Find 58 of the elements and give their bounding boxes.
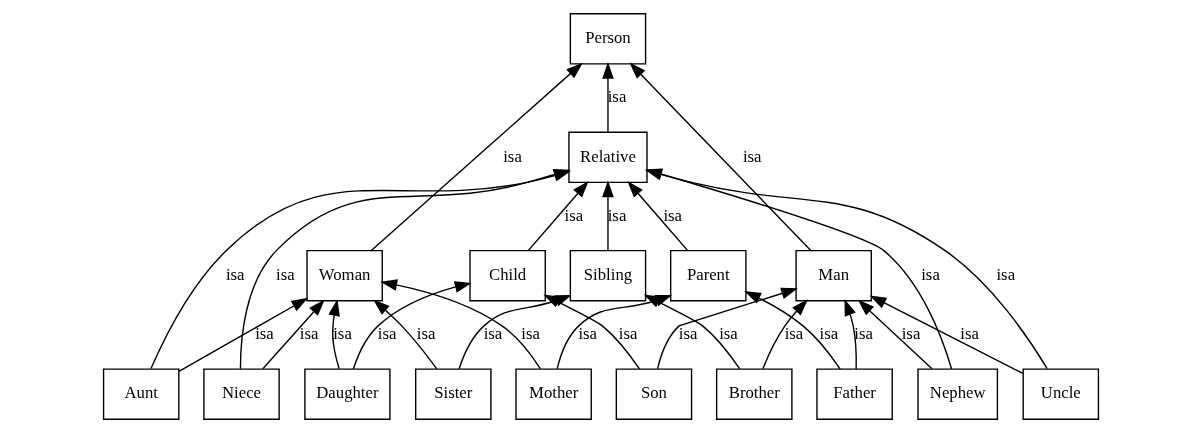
edge-label: isa (502, 146, 522, 166)
edge-label: isa (377, 324, 396, 344)
node-box: Relative (567, 131, 648, 184)
node-box: Niece (202, 368, 280, 420)
arrow (177, 297, 308, 372)
arrow (261, 299, 325, 370)
edge-label: isa (225, 265, 245, 285)
node-box: Aunt (102, 368, 179, 420)
arrow (626, 181, 688, 252)
edge-label: isa (275, 265, 295, 285)
arrow (527, 181, 589, 252)
edge-label: isa (416, 324, 435, 344)
edge-label: isa (254, 324, 274, 344)
node-box: Brother (715, 368, 793, 420)
edge-label: isa (901, 324, 920, 344)
node-box: Child (468, 249, 546, 302)
arrow (379, 279, 541, 370)
node-box: Father (815, 368, 893, 420)
node-box: Man (794, 249, 872, 302)
arrow (743, 291, 841, 370)
edge-label: isa (678, 324, 697, 344)
edge-label: isa (819, 324, 838, 344)
arrow (857, 299, 933, 370)
node-box: Parent (669, 249, 747, 302)
node-box: Uncle (1022, 368, 1099, 420)
arrow (656, 287, 798, 370)
edge-label: isa (520, 324, 540, 344)
node-box: Person (569, 13, 646, 65)
node-box: Son (615, 368, 692, 420)
edge-label: isa (564, 205, 583, 225)
edge-label: isa (577, 324, 597, 344)
edge-label: isa (332, 324, 352, 344)
edge-label: isa (618, 324, 637, 344)
arrow (628, 62, 811, 252)
arrow (370, 62, 583, 252)
node-box: Woman (305, 249, 383, 302)
edge-label: isa (299, 324, 318, 344)
node-box: Nephew (916, 368, 998, 420)
arrow (601, 180, 614, 252)
edge-label: isa (995, 265, 1015, 285)
edge-label: isa (920, 265, 940, 285)
edge-label: isa (742, 146, 761, 166)
arrow (869, 295, 1023, 375)
arrow (843, 298, 857, 370)
arrow (761, 299, 808, 370)
edge-label: isa (784, 324, 803, 344)
node-box: Daughter (303, 368, 391, 420)
node-box: Mother (514, 368, 592, 420)
edge-label: isa (959, 324, 979, 344)
node-box: Sister (414, 368, 492, 420)
arrow (352, 281, 472, 370)
edge-label: isa (718, 324, 738, 344)
edge-label: isa (662, 205, 682, 225)
arrow (327, 299, 340, 370)
arrow (372, 299, 437, 370)
edge-label: isa (483, 324, 502, 344)
node-box: Sibling (569, 249, 646, 302)
arrow (601, 62, 614, 133)
